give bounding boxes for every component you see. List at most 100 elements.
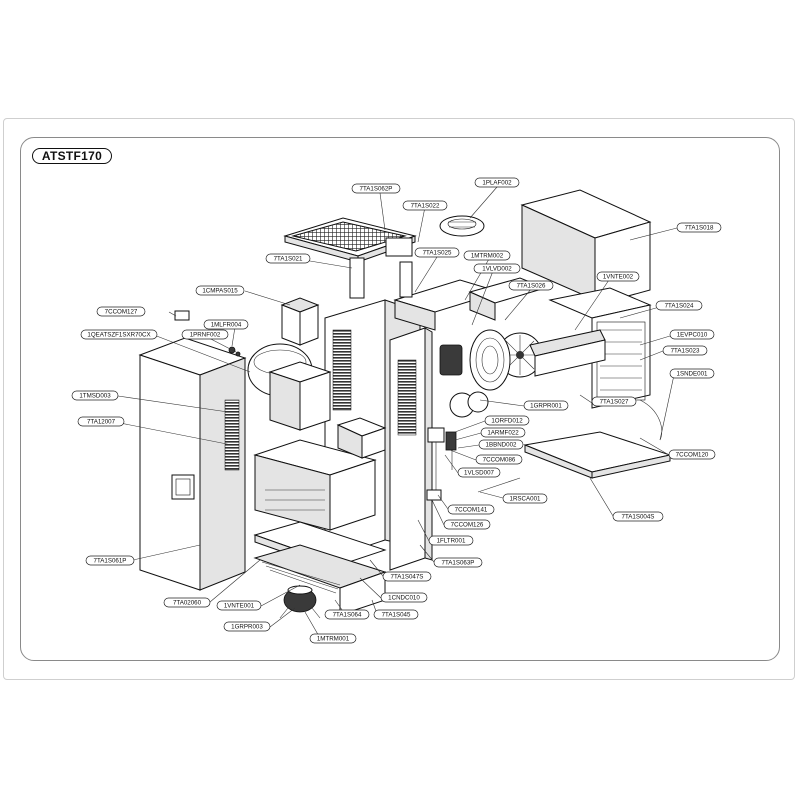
svg-text:7TA1S021: 7TA1S021 (274, 256, 303, 263)
model-title: ATSTF170 (32, 148, 112, 164)
svg-text:1PLAF002: 1PLAF002 (482, 180, 512, 187)
screw (235, 351, 241, 357)
svg-text:7TA1S018: 7TA1S018 (685, 225, 714, 232)
svg-text:1CNDC010: 1CNDC010 (388, 595, 420, 602)
svg-text:7TA1S004S: 7TA1S004S (622, 514, 655, 521)
part-label: 7CCOM120 (668, 449, 716, 460)
part-label: 1ARMF022 (480, 427, 526, 438)
part-label: 7TA12007 (77, 416, 125, 427)
svg-text:7CCOM127: 7CCOM127 (105, 309, 138, 316)
part-label: 7TA1S045 (373, 609, 419, 620)
svg-text:1MTRM002: 1MTRM002 (471, 253, 504, 260)
svg-text:1BBND002: 1BBND002 (486, 442, 518, 449)
inner-box (336, 417, 387, 459)
part-label: 7TA1S021 (265, 253, 311, 264)
part-label: 1SNDE001 (669, 368, 715, 379)
part-label: 7TA1S027 (591, 396, 637, 407)
part-label: 7TA1S062P (351, 183, 401, 194)
svg-text:1EVPC010: 1EVPC010 (677, 332, 708, 339)
svg-text:1VNTE001: 1VNTE001 (224, 603, 255, 610)
part-label: 1BBND002 (478, 439, 524, 450)
machine-drawing (138, 189, 672, 619)
part-label: 1RSCA001 (502, 493, 548, 504)
part-label: 7TA1S024 (655, 300, 703, 311)
svg-text:7TA1S024: 7TA1S024 (665, 303, 694, 310)
bracket (399, 261, 413, 298)
part-label: 1ORFD012 (484, 415, 530, 426)
capillary-tube (477, 477, 521, 493)
part-label: 1MTRM002 (463, 250, 511, 261)
part-label: 7TA02060 (163, 597, 211, 608)
part-label: 1GRPR003 (223, 621, 271, 632)
svg-text:1TMSD003: 1TMSD003 (79, 393, 111, 400)
part-label: 7TA1S004S (612, 511, 664, 522)
condenser-fan-motor (279, 585, 321, 619)
part-label: 1VNTE002 (596, 271, 640, 282)
svg-text:7TA1S062P: 7TA1S062P (360, 186, 393, 193)
part-label: 1FLTR001 (428, 535, 474, 546)
fan-duct (393, 277, 547, 331)
svg-text:7CCOM086: 7CCOM086 (483, 457, 516, 464)
svg-text:1ORFD012: 1ORFD012 (491, 418, 523, 425)
svg-text:7TA1S063P: 7TA1S063P (442, 560, 475, 567)
svg-text:7TA1S064: 7TA1S064 (333, 612, 362, 619)
drip-tray (523, 431, 672, 479)
inner-frame (20, 137, 780, 661)
part-label: 7TA1S063P (433, 557, 483, 568)
svg-text:1FLTR001: 1FLTR001 (437, 538, 466, 545)
svg-text:1VNTE002: 1VNTE002 (603, 274, 634, 281)
part-label: 1QEATSZF1SXR70CX (80, 329, 158, 340)
right-side-panel (389, 327, 433, 571)
svg-text:7CCOM141: 7CCOM141 (455, 507, 488, 514)
part-label: 1GRPR001 (523, 400, 569, 411)
svg-text:1QEATSZF1SXR70CX: 1QEATSZF1SXR70CX (87, 332, 150, 339)
part-label: 1MTRM001 (309, 633, 357, 644)
svg-text:1RSCA001: 1RSCA001 (510, 496, 542, 503)
part-label: 7TA1S025 (414, 247, 460, 258)
part-label: 1CNDC010 (380, 592, 428, 603)
part-label: 7CCOM127 (96, 306, 146, 317)
part-label: 7CCOM086 (475, 454, 523, 465)
svg-text:7TA1S025: 7TA1S025 (423, 250, 452, 257)
part-label: 7TA1S022 (402, 200, 448, 211)
leader-lines (117, 186, 678, 639)
part-label: 7TA1S061P (85, 555, 135, 566)
svg-text:7TA1S023: 7TA1S023 (671, 348, 700, 355)
box-cover (520, 189, 652, 306)
small-motor (439, 344, 489, 418)
part-label: 1PLAF002 (474, 177, 520, 188)
part-label: 7TA1S018 (676, 222, 722, 233)
part-label: 7TA1S023 (662, 345, 708, 356)
svg-text:1CMPAS015: 1CMPAS015 (202, 288, 238, 295)
part-label: 1MLFR004 (203, 319, 249, 330)
part-label: 7CCOM126 (443, 519, 491, 530)
evaporator-coil (529, 287, 652, 409)
part-label: 7TA1S064 (324, 609, 370, 620)
valve-assembly (426, 427, 457, 501)
svg-text:7TA1S026: 7TA1S026 (517, 283, 546, 290)
part-label: 1PRNF002 (181, 329, 229, 340)
part-label: 7CCOM141 (447, 504, 495, 515)
svg-text:1SNDE001: 1SNDE001 (677, 371, 709, 378)
part-label: 1VLVD002 (473, 263, 521, 274)
part-labels: 7TA1S062P 7TA1S022 1PLAF002 7TA1S018 7TA… (71, 177, 722, 644)
svg-text:1VLVD002: 1VLVD002 (482, 266, 512, 273)
svg-text:1GRPR001: 1GRPR001 (530, 403, 562, 410)
part-label: 1EVPC010 (669, 329, 715, 340)
svg-text:1GRPR003: 1GRPR003 (231, 624, 263, 631)
bracket (349, 257, 365, 299)
svg-text:7TA02060: 7TA02060 (173, 600, 202, 607)
svg-text:1PRNF002: 1PRNF002 (190, 332, 221, 339)
svg-text:1ARMF022: 1ARMF022 (487, 430, 519, 437)
svg-text:1MLFR004: 1MLFR004 (211, 322, 242, 329)
part-label: 1CMPAS015 (195, 285, 245, 296)
bracket (174, 310, 190, 321)
svg-text:7CCOM126: 7CCOM126 (451, 522, 484, 529)
electrical-box (268, 361, 332, 431)
svg-text:1VLSD007: 1VLSD007 (464, 470, 494, 477)
part-label: 1TMSD003 (71, 390, 119, 401)
svg-text:7TA1S045: 7TA1S045 (382, 612, 411, 619)
svg-text:7TA1S061P: 7TA1S061P (94, 558, 127, 565)
part-label: 1VLSD007 (457, 467, 501, 478)
